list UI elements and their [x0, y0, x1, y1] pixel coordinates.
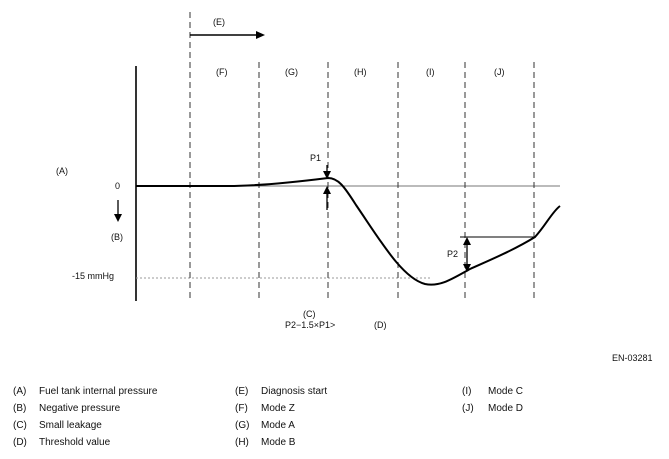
- p1-arrowhead-up: [323, 186, 331, 194]
- figure-code: EN-03281: [612, 353, 653, 363]
- legend-text: Mode C: [488, 386, 524, 397]
- legend-key: (E): [235, 386, 249, 397]
- p2-arrowhead-up: [463, 237, 471, 245]
- legend-text: Mode D: [488, 403, 524, 414]
- legend-item: (I) Mode C: [462, 386, 523, 397]
- small-leakage-label: (C): [303, 309, 316, 319]
- mode-boundaries: [189, 12, 535, 298]
- legend-text: Negative pressure: [39, 403, 121, 414]
- p1-arrowhead-down: [323, 171, 331, 179]
- segment-label-g: (G): [285, 67, 298, 77]
- segment-label-i: (I): [426, 67, 435, 77]
- legend-item: (C) Small leakage: [13, 420, 102, 431]
- legend-item: (J) Mode D: [462, 403, 523, 414]
- legend-text: Mode B: [261, 437, 296, 448]
- legend-item: (H) Mode B: [235, 437, 295, 448]
- zero-label: 0: [115, 181, 121, 191]
- legend-key: (C): [13, 420, 27, 431]
- threshold-label: (D): [374, 320, 387, 330]
- legend-key: (B): [13, 403, 27, 414]
- segment-label-h: (H): [354, 67, 367, 77]
- pressure-curve: [136, 176, 561, 286]
- legend-key: (D): [13, 437, 27, 448]
- axis-label-a: (A): [56, 166, 68, 176]
- legend-item: (A) Fuel tank internal pressure: [13, 386, 157, 397]
- segment-label-j: (J): [494, 67, 505, 77]
- minus15-label: -15 mmHg: [72, 271, 115, 281]
- legend-text: Threshold value: [39, 437, 111, 448]
- legend-text: Mode Z: [261, 403, 295, 414]
- legend-key: (G): [235, 420, 250, 431]
- diagnosis-start-label: (E): [213, 17, 225, 27]
- legend-text: Fuel tank internal pressure: [39, 386, 158, 397]
- p1-label: P1: [310, 153, 322, 163]
- p2-label: P2: [447, 249, 459, 259]
- legend-text: Diagnosis start: [261, 386, 328, 397]
- legend-key: (I): [462, 386, 472, 397]
- legend-text: Small leakage: [39, 420, 102, 431]
- legend-text: Mode A: [261, 420, 295, 431]
- legend-item: (G) Mode A: [235, 420, 295, 431]
- legend-item: (B) Negative pressure: [13, 403, 120, 414]
- legend-key: (F): [235, 403, 248, 414]
- legend-item: (D) Threshold value: [13, 437, 110, 448]
- legend-key: (J): [462, 403, 474, 414]
- threshold-formula: P2−1.5×P1>: [285, 320, 336, 330]
- legend-key: (A): [13, 386, 27, 397]
- negative-pressure-arrowhead: [114, 214, 122, 222]
- legend-item: (F) Mode Z: [235, 403, 295, 414]
- axis-label-b: (B): [111, 232, 123, 242]
- segment-label-f: (F): [216, 67, 228, 77]
- legend-key: (H): [235, 437, 249, 448]
- diagnosis-start-arrowhead: [256, 31, 265, 39]
- legend-item: (E) Diagnosis start: [235, 386, 327, 397]
- p2-arrowhead-down: [463, 264, 471, 272]
